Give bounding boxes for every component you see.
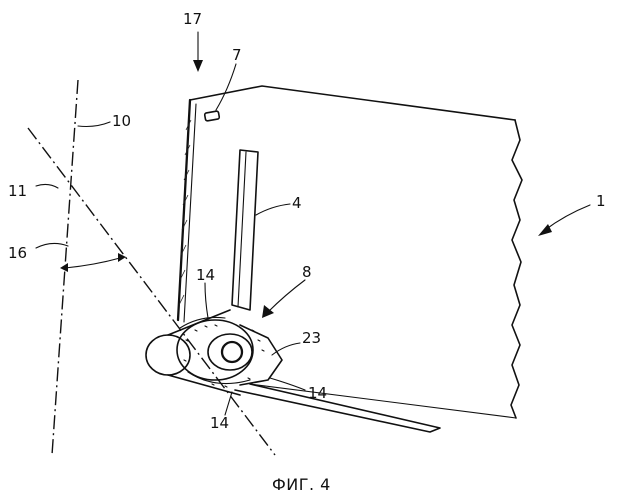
hinge-inner-ring	[208, 334, 252, 370]
leader-14c	[225, 392, 232, 415]
leader-8	[268, 280, 305, 312]
angle-arrow-head	[118, 253, 126, 262]
leader-23	[272, 343, 300, 355]
leader-7	[216, 64, 236, 110]
panel-top-edge	[190, 86, 515, 120]
label-23: 23	[302, 329, 321, 347]
label-10: 10	[112, 112, 131, 130]
leader-4	[256, 204, 290, 215]
label-17: 17	[183, 10, 202, 28]
leader-16	[36, 243, 68, 248]
slot-7	[204, 111, 219, 121]
panel-left-wall-inner	[184, 104, 196, 322]
leader-14b	[270, 378, 305, 390]
label-16: 16	[8, 244, 27, 262]
leader-10	[78, 122, 110, 127]
angle-arc-16	[65, 258, 120, 268]
label-7: 7	[232, 46, 242, 64]
label-8: 8	[302, 263, 312, 281]
leader-1	[545, 205, 590, 230]
panel-break-line	[511, 120, 522, 418]
label-1: 1	[596, 192, 606, 210]
label-14-bottom: 14	[210, 414, 229, 432]
arrow-17	[193, 60, 203, 72]
angle-arrow-tail	[60, 263, 68, 272]
leader-14a	[205, 283, 208, 318]
label-4: 4	[292, 194, 302, 212]
arrow-8	[262, 305, 274, 318]
hinge-pin	[222, 342, 242, 362]
figure-caption: ФИГ. 4	[272, 475, 331, 494]
label-11: 11	[8, 182, 27, 200]
bottom-edge	[250, 384, 516, 418]
label-14-top: 14	[196, 266, 215, 284]
leader-11	[36, 184, 58, 188]
panel-left-wall-outer	[178, 100, 190, 320]
label-14-right: 14	[308, 384, 327, 402]
bottom-plate	[235, 384, 440, 432]
hinge-cylinder-end	[146, 335, 190, 375]
